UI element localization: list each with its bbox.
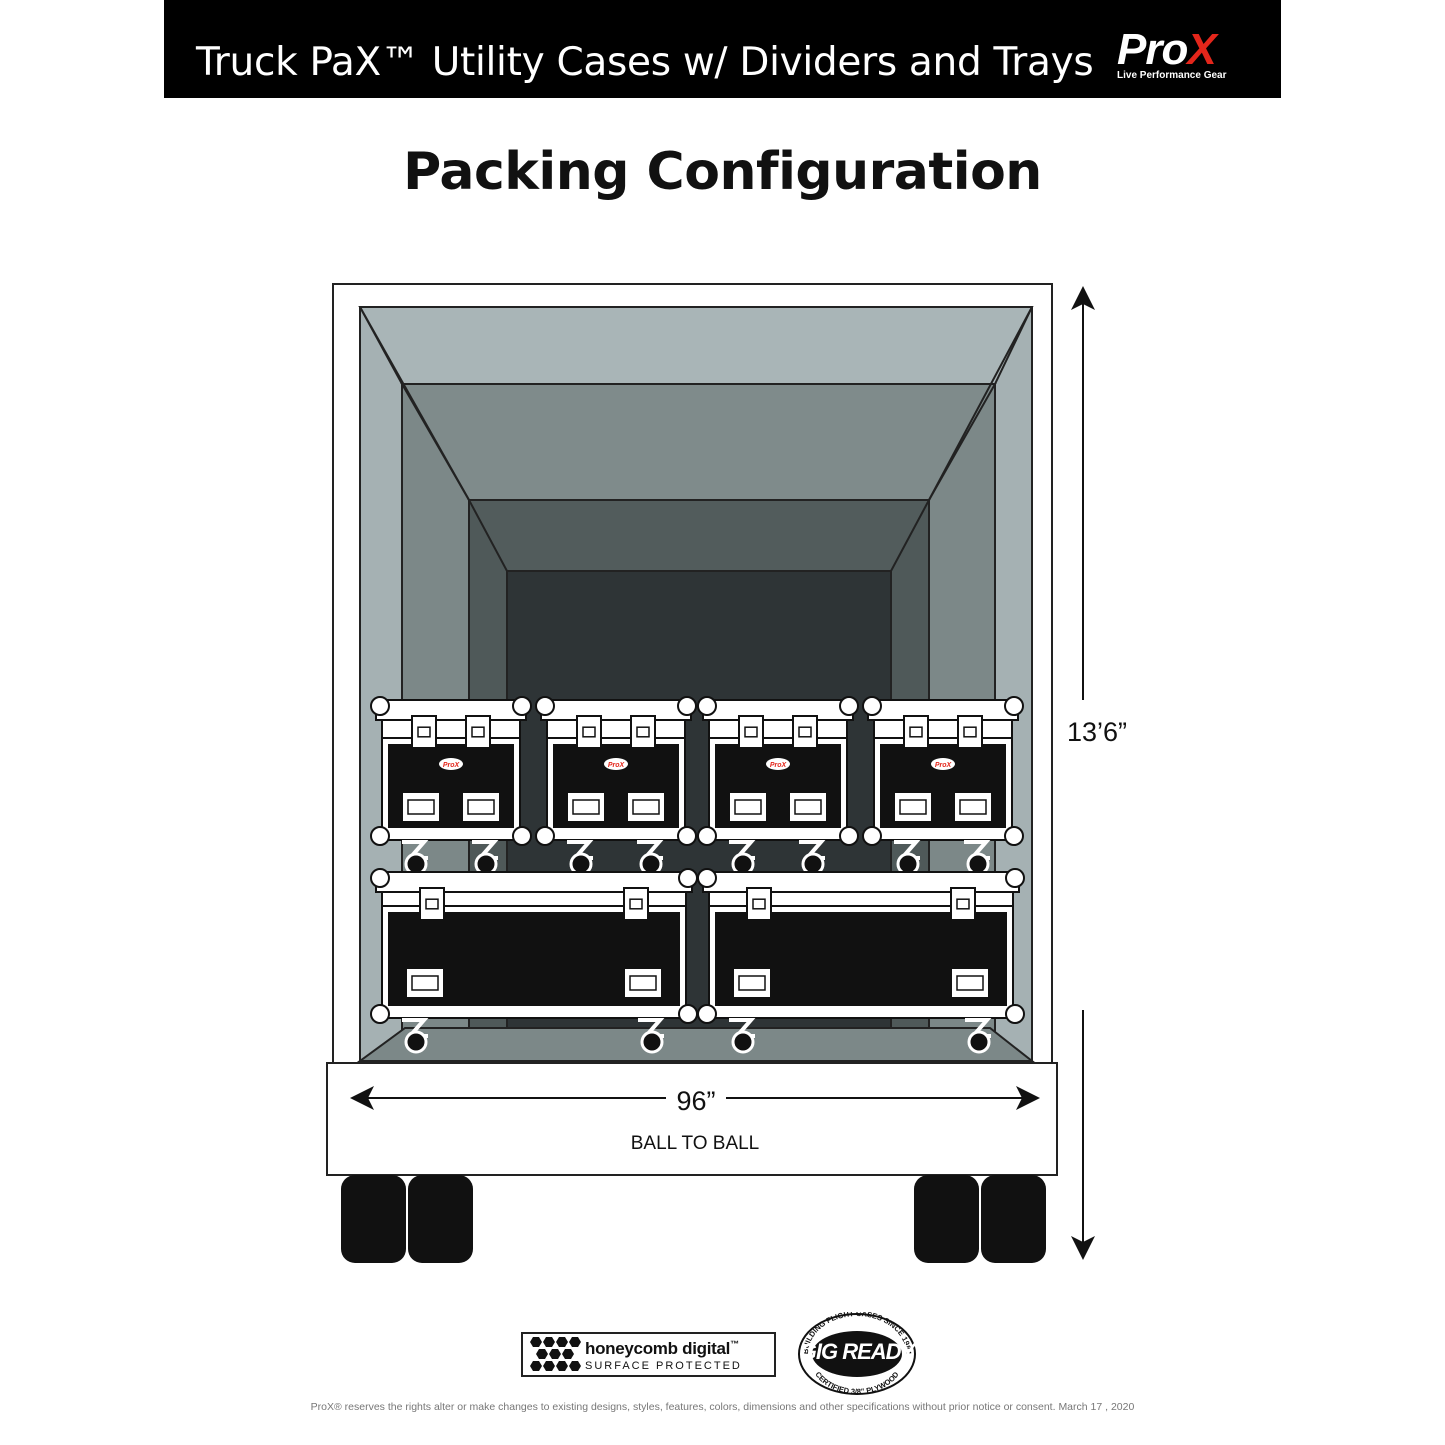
corner-ball [1005,868,1025,888]
corner-ball [1005,1004,1025,1024]
header-title: Truck PaX™ Utility Cases w/ Dividers and… [196,40,1094,85]
corner-ball [677,696,697,716]
honeycomb-icon [530,1337,581,1371]
caster-wheel [404,1030,428,1054]
corner-ball [370,1004,390,1024]
honeycomb-title: honeycomb digital™ [585,1339,739,1358]
corner-ball [862,696,882,716]
width-caption: BALL TO BALL [631,1133,760,1154]
ceiling-inner [467,499,931,572]
large-case-1 [370,868,698,1054]
corner-ball [697,868,717,888]
corner-ball [512,826,532,846]
honeycomb-badge: honeycomb digital™ SURFACE PROTECTED [521,1332,776,1377]
case-logo-text: ProX [608,762,626,769]
small-case-1: ProX [370,696,532,876]
cargo-floor [356,1027,1035,1062]
caster-wheel [967,1030,991,1054]
case-logo-badge [766,758,790,770]
tire-right-outer [981,1175,1046,1263]
corner-ball [697,696,717,716]
case-logo-text: ProX [443,762,461,769]
gig-ready-seal: BUILDING FLIGHT CASES SINCE 1984 CERTIFI… [798,1312,916,1396]
width-label: 96” [676,1086,715,1116]
honeycomb-subtitle: SURFACE PROTECTED [585,1360,742,1372]
corner-ball [370,868,390,888]
latch [738,715,764,749]
case-lid [867,699,1019,721]
case-logo-badge [931,758,955,770]
logo-wordmark: Pro [1117,25,1188,74]
gig-ready-text: GIG READY [799,1339,915,1364]
prox-logo-text: ProX [1117,28,1252,72]
ceiling-mid [400,383,997,501]
page-title: Packing Configuration [403,142,1042,202]
gig-ready-badge: BUILDING FLIGHT CASES SINCE 1984 CERTIFI… [796,1312,918,1396]
tire-left-outer [341,1175,406,1263]
case-logo-text: ProX [770,762,788,769]
caster-wheel [731,1030,755,1054]
header-bar: Truck PaX™ Utility Cases w/ Dividers and… [164,0,1281,98]
corner-ball [1004,826,1024,846]
corner-ball [535,826,555,846]
large-case-2 [697,868,1025,1054]
small-case-4: ProX [862,696,1024,876]
corner-ball [678,868,698,888]
corner-ball [697,1004,717,1024]
latch [465,715,491,749]
case-lid [375,699,527,721]
case-logo-badge [604,758,628,770]
logo-x: X [1187,25,1216,74]
corner-ball [512,696,532,716]
case-stack: ProX ProX ProX ProX [370,696,1025,1054]
prox-logo: ProX Live Performance Gear [1117,28,1252,84]
corner-ball [370,826,390,846]
tire-left-inner [408,1175,473,1263]
footer-disclaimer: ProX® reserves the rights alter or make … [310,1401,1135,1413]
caster-wheel [640,1030,664,1054]
rear-bumper [326,1062,1058,1176]
prox-logo-tagline: Live Performance Gear [1117,70,1227,81]
case-lid [540,699,692,721]
height-label: 13’6” [1067,717,1127,747]
corner-ball [697,826,717,846]
small-case-3: ProX [697,696,859,876]
corner-ball [839,826,859,846]
corner-ball [862,826,882,846]
corner-ball [839,696,859,716]
case-lid [702,699,854,721]
corner-ball [370,696,390,716]
corner-ball [678,1004,698,1024]
latch [630,715,656,749]
ceiling-outer [358,306,1034,385]
corner-ball [535,696,555,716]
case-logo-text: ProX [935,762,953,769]
corner-ball [677,826,697,846]
case-logo-badge [439,758,463,770]
corner-ball [1004,696,1024,716]
small-case-2: ProX [535,696,697,876]
tire-right-inner [914,1175,979,1263]
